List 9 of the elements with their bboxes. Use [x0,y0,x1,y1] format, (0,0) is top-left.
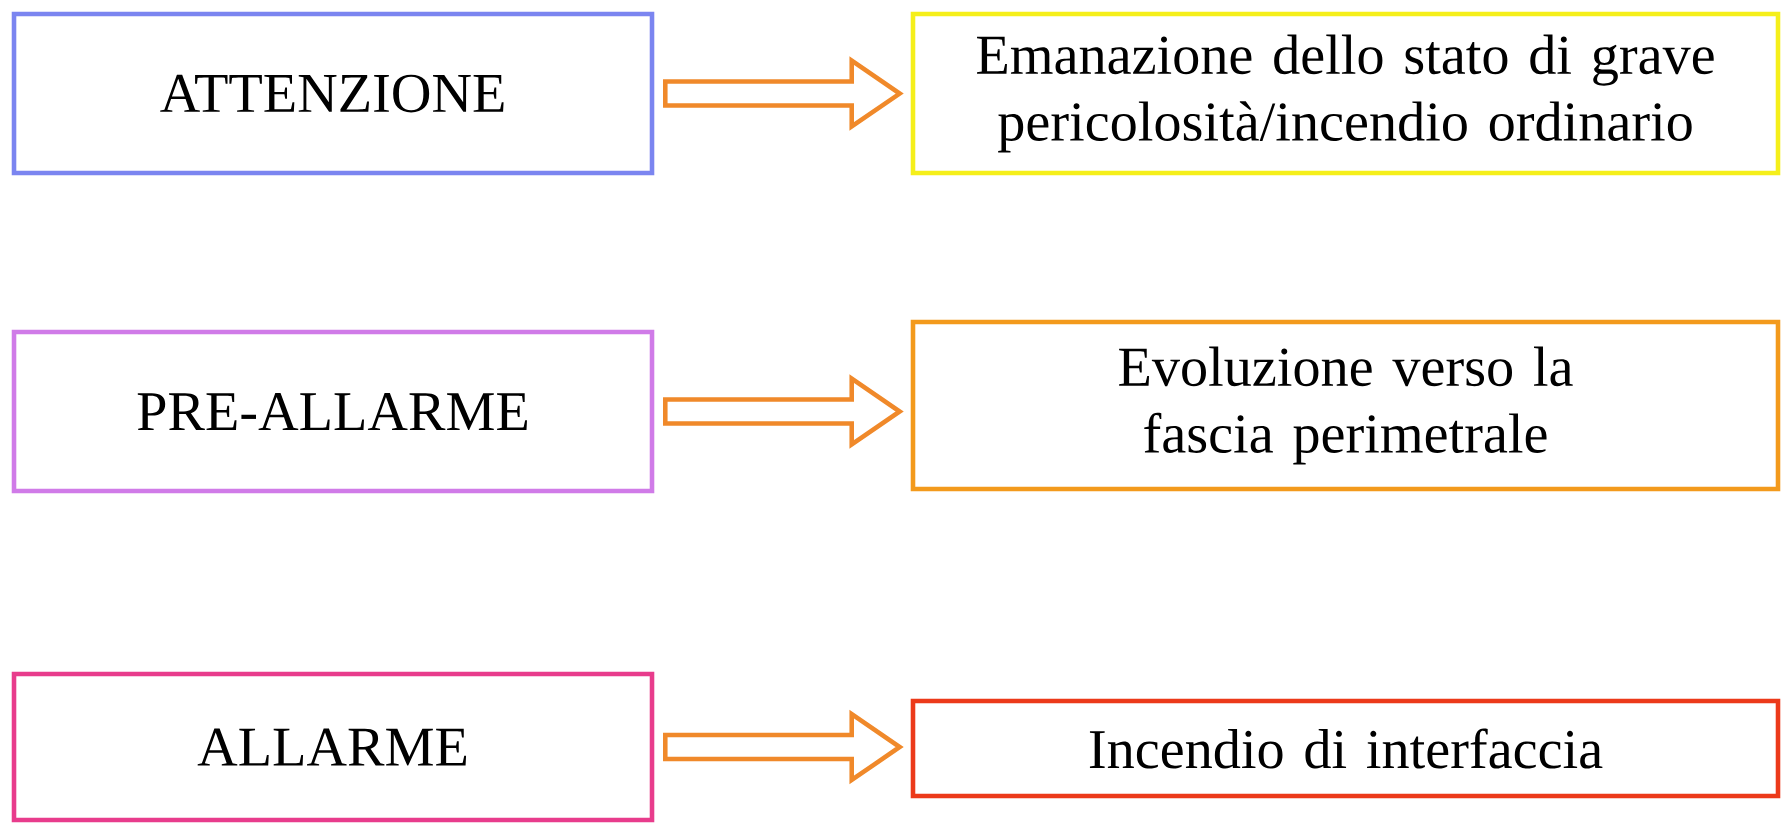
state-box: ALLARME [11,671,655,823]
block-arrow [663,374,904,449]
block-arrow [663,709,904,785]
state-box: ATTENZIONE [11,11,655,176]
block-arrow [663,56,904,131]
state-box: PRE-ALLARME [11,329,655,494]
outcome-box: Emanazione dello stato di grave pericolosità/incendio ordinario [910,11,1781,176]
outcome-box: Evoluzione verso la fascia perimetrale [910,319,1781,492]
outcome-box: Incendio di interfaccia [910,698,1781,799]
